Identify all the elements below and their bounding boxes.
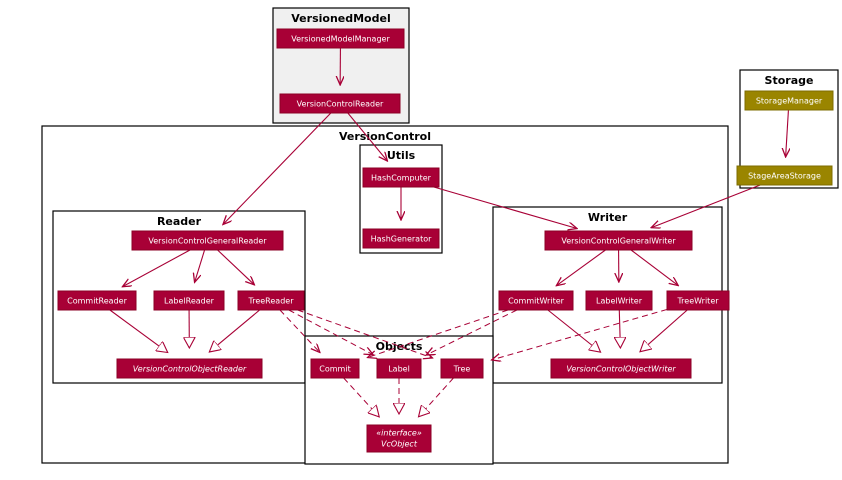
edges-layer: [109, 47, 789, 417]
edge-labelwriter-to-versioncontrolobjectwriter: [619, 309, 620, 348]
class-box-VcObject[interactable]: [366, 424, 432, 453]
class-box-HashGenerator[interactable]: [362, 228, 440, 249]
class-label-LabelReader: LabelReader: [164, 297, 215, 306]
class-VersionControlGeneralReader[interactable]: VersionControlGeneralReader: [131, 230, 284, 251]
class-box-VersionedModelManager[interactable]: [276, 28, 405, 49]
edge-treewriter-to-tree: [492, 308, 668, 360]
class-box-TreeWriter[interactable]: [666, 290, 730, 311]
class-box-StorageManager[interactable]: [744, 90, 834, 111]
class-Commit[interactable]: Commit: [310, 358, 360, 379]
class-label-VersionControlObjectReader: VersionControlObjectReader: [133, 365, 247, 374]
class-label-HashGenerator: HashGenerator: [371, 235, 432, 244]
class-box-Label[interactable]: [376, 358, 422, 379]
class-VersionControlGeneralWriter[interactable]: VersionControlGeneralWriter: [544, 230, 693, 251]
class-HashComputer[interactable]: HashComputer: [362, 167, 440, 188]
class-CommitWriter[interactable]: CommitWriter: [498, 290, 574, 311]
class-CommitReader[interactable]: CommitReader: [57, 290, 137, 311]
class-label-StageAreaStorage: StageAreaStorage: [748, 172, 821, 181]
edge-versioncontrolgeneralreader-to-treereader: [217, 249, 255, 285]
edge-commit-to-vcobject: [343, 377, 380, 417]
edge-commitwriter-to-versioncontrolobjectwriter: [547, 309, 601, 352]
edge-commitreader-to-versioncontrolobjectreader: [109, 309, 168, 352]
classes-layer: VersionedModelManagerVersionControlReade…: [57, 28, 834, 453]
edge-treereader-to-tree: [297, 309, 433, 358]
package-title-storage: Storage: [765, 74, 814, 87]
class-label-Commit: Commit: [319, 365, 350, 374]
class-box-HashComputer[interactable]: [362, 167, 440, 188]
edge-commitwriter-to-label: [426, 309, 518, 355]
class-box-VersionControlGeneralReader[interactable]: [131, 230, 284, 251]
class-HashGenerator[interactable]: HashGenerator: [362, 228, 440, 249]
class-label-Tree: Tree: [453, 365, 471, 374]
class-label-VersionControlReader: VersionControlReader: [297, 100, 384, 109]
package-title-writer: Writer: [588, 211, 628, 224]
class-Tree[interactable]: Tree: [440, 358, 484, 379]
edge-versioncontrolreader-to-hashcomputer: [347, 112, 388, 161]
class-box-StageAreaStorage[interactable]: [736, 165, 833, 186]
package-title-reader: Reader: [157, 215, 202, 228]
edge-stageareastorage-to-versioncontrolgeneralwriter: [651, 184, 761, 228]
class-label-VcObject: VcObject: [381, 440, 418, 449]
class-StorageManager[interactable]: StorageManager: [744, 90, 834, 111]
class-StageAreaStorage[interactable]: StageAreaStorage: [736, 165, 833, 186]
class-VersionControlObjectReader[interactable]: VersionControlObjectReader: [116, 358, 263, 379]
class-box-LabelReader[interactable]: [153, 290, 225, 311]
class-label-TreeWriter: TreeWriter: [676, 297, 719, 306]
edge-treereader-to-versioncontrolobjectreader: [209, 309, 260, 352]
package-title-utils: Utils: [387, 149, 416, 162]
class-box-LabelWriter[interactable]: [585, 290, 653, 311]
edge-versioncontrolgeneralreader-to-labelreader: [195, 249, 206, 282]
class-box-VersionControlObjectWriter[interactable]: [550, 358, 692, 379]
edge-commitwriter-to-commit: [368, 309, 509, 357]
class-VersionedModelManager[interactable]: VersionedModelManager: [276, 28, 405, 49]
class-label-LabelWriter: LabelWriter: [596, 297, 643, 306]
class-box-TreeReader[interactable]: [237, 290, 305, 311]
class-LabelReader[interactable]: LabelReader: [153, 290, 225, 311]
class-label-Label: Label: [388, 365, 410, 374]
class-TreeReader[interactable]: TreeReader: [237, 290, 305, 311]
class-label-TreeReader: TreeReader: [248, 297, 295, 306]
class-box-Tree[interactable]: [440, 358, 484, 379]
package-title-versioncontrol: VersionControl: [339, 130, 431, 143]
class-box-VersionControlObjectReader[interactable]: [116, 358, 263, 379]
class-Label[interactable]: Label: [376, 358, 422, 379]
edge-hashcomputer-to-versioncontrolgeneralwriter: [433, 186, 577, 228]
package-title-versionedmodel: VersionedModel: [291, 12, 390, 25]
class-VersionControlReader[interactable]: VersionControlReader: [279, 93, 401, 114]
class-label-VersionedModelManager: VersionedModelManager: [291, 35, 390, 44]
class-box-Commit[interactable]: [310, 358, 360, 379]
class-stereotype-VcObject: «interface»: [376, 429, 422, 438]
class-label-VersionControlGeneralReader: VersionControlGeneralReader: [148, 237, 267, 246]
class-VersionControlObjectWriter[interactable]: VersionControlObjectWriter: [550, 358, 692, 379]
class-label-VersionControlGeneralWriter: VersionControlGeneralWriter: [561, 237, 676, 246]
class-TreeWriter[interactable]: TreeWriter: [666, 290, 730, 311]
edge-tree-to-vcobject: [419, 377, 454, 417]
class-box-CommitReader[interactable]: [57, 290, 137, 311]
edge-versioncontrolgeneralwriter-to-treewriter: [630, 249, 678, 286]
class-label-StorageManager: StorageManager: [756, 97, 823, 106]
edge-versioncontrolgeneralreader-to-commitreader: [122, 249, 191, 287]
edge-treereader-to-label: [288, 309, 373, 355]
edge-storagemanager-to-stageareastorage: [786, 109, 789, 157]
class-box-VersionControlReader[interactable]: [279, 93, 401, 114]
class-box-CommitWriter[interactable]: [498, 290, 574, 311]
edge-treewriter-to-versioncontrolobjectwriter: [640, 309, 688, 352]
edge-versioncontrolgeneralwriter-to-commitwriter: [556, 249, 606, 286]
class-box-VersionControlGeneralWriter[interactable]: [544, 230, 693, 251]
class-label-VersionControlObjectWriter: VersionControlObjectWriter: [566, 365, 676, 374]
edge-versioncontrolreader-to-versioncontrolgeneralreader: [223, 112, 332, 225]
class-label-HashComputer: HashComputer: [371, 174, 432, 183]
class-label-CommitWriter: CommitWriter: [508, 297, 565, 306]
class-LabelWriter[interactable]: LabelWriter: [585, 290, 653, 311]
class-VcObject[interactable]: «interface» VcObject: [366, 424, 432, 453]
class-label-CommitReader: CommitReader: [67, 297, 127, 306]
